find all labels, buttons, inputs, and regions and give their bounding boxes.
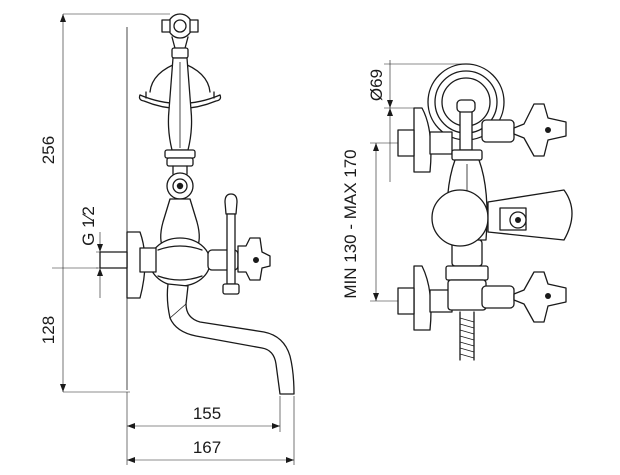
dim-o69-label: Ø69 [367, 69, 386, 101]
wall-flange [99, 231, 157, 299]
dim-rose-diameter: Ø69 [367, 60, 466, 182]
valve-cross-handle [207, 237, 271, 281]
dim-inlet-thread: G 1⁄2 [79, 206, 127, 298]
bath-spout [166, 283, 295, 395]
hand-shower-hanger [161, 13, 199, 59]
dim-spout-reach-155: 155 [126, 392, 295, 465]
diverter-lever [222, 193, 240, 295]
hose-connector [166, 172, 194, 200]
dim-128-label: 128 [39, 316, 58, 344]
hand-shower-handle [164, 57, 196, 175]
mixer-body [149, 237, 211, 287]
shower-hose [459, 311, 475, 361]
front-spout [487, 189, 573, 241]
dim-spout-height: 128 [39, 267, 98, 344]
lower-wall-flange [397, 265, 453, 331]
front-upper-cross-handle [481, 103, 567, 157]
dim-g12-label: G 1⁄2 [79, 206, 98, 246]
dim-centers-label: MIN 130 - MAX 170 [341, 149, 360, 298]
front-lower-cross-handle [481, 271, 567, 323]
side-view: 256 G 1⁄2 128 155 [39, 13, 295, 465]
front-valve-body [431, 189, 489, 247]
dim-155-label: 155 [193, 404, 221, 423]
dim-256-label: 256 [39, 136, 58, 164]
dim-overall-height: 256 [39, 13, 170, 393]
dim-centers-range: MIN 130 - MAX 170 [341, 142, 398, 302]
upper-wall-flange [397, 107, 453, 173]
dim-spout-reach-167: 167 [127, 438, 294, 463]
front-view: Ø69 MIN 130 - MAX 170 [341, 60, 573, 361]
dim-167-label: 167 [193, 438, 221, 457]
